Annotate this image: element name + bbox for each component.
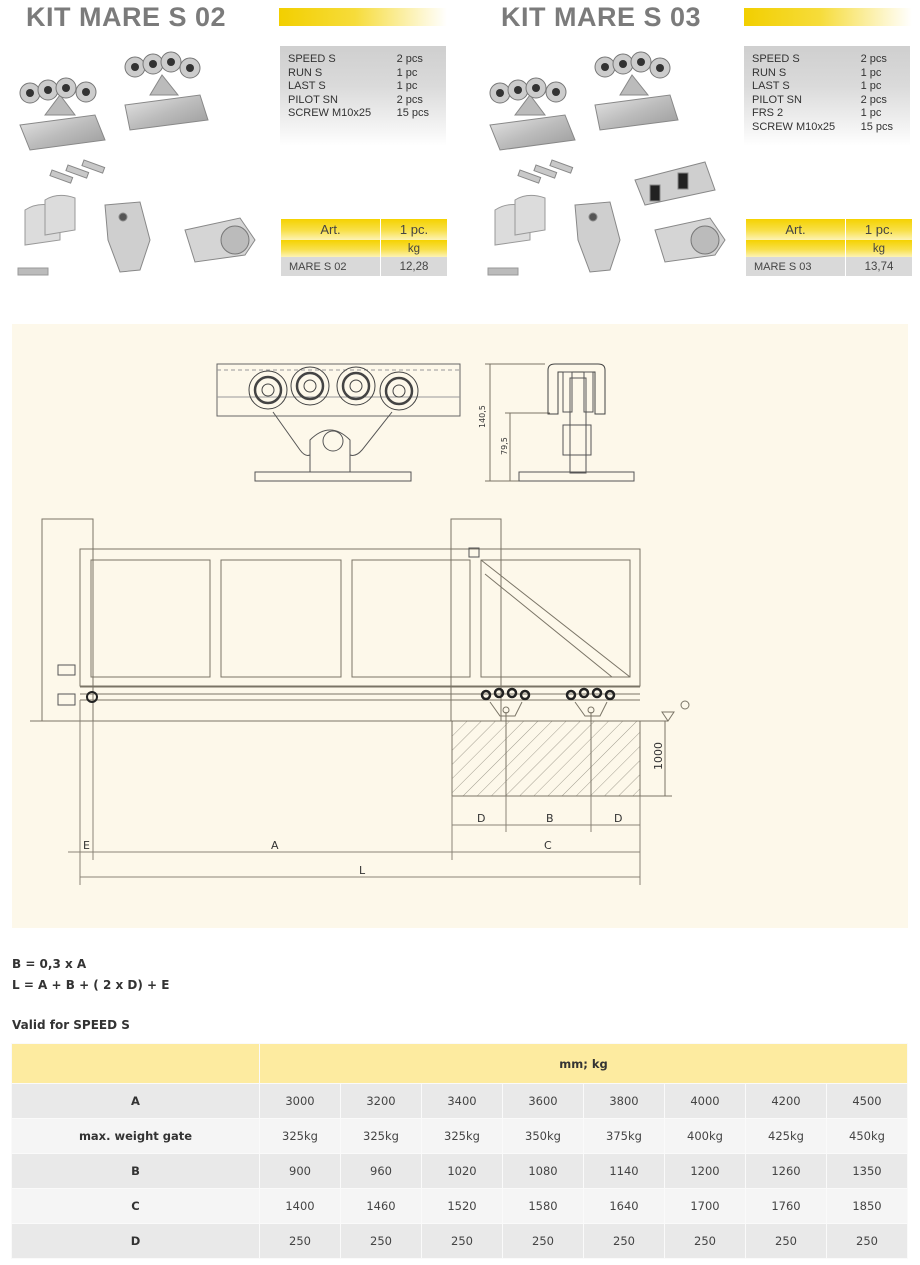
table-caption: Valid for SPEED S bbox=[12, 1018, 130, 1032]
gate-elevation: 1000 bbox=[30, 518, 690, 830]
carriage-side-view: 140,5 79,5 bbox=[478, 363, 635, 482]
dim-label-a: A bbox=[271, 839, 279, 852]
product-photo-kit bbox=[487, 51, 726, 276]
screws-icon bbox=[517, 159, 574, 184]
carriage-icon bbox=[489, 77, 576, 151]
gate-installation-drawing: 140,5 79,5 bbox=[30, 363, 690, 885]
article-header-row: Art. 1 pc. bbox=[281, 219, 447, 240]
article-unit-row: kg bbox=[281, 240, 447, 257]
title-accent-bar bbox=[279, 8, 447, 26]
article-table: Art. 1 pc. kg MARE S 03 13,74 bbox=[746, 219, 912, 276]
dim-label-e: E bbox=[83, 839, 90, 852]
article-value-row: MARE S 02 12,28 bbox=[281, 257, 447, 276]
carriage-icon bbox=[19, 77, 106, 151]
pilot-guide-icon bbox=[17, 194, 76, 276]
dimension-lines bbox=[68, 700, 641, 885]
kit-mare-s02: KIT MARE S 02 bbox=[0, 0, 460, 290]
kit-title: KIT MARE S 02 bbox=[26, 2, 227, 32]
dim-label-l: L bbox=[359, 864, 366, 877]
screws-icon bbox=[49, 159, 106, 184]
dim-label-c: C bbox=[544, 839, 552, 852]
title-accent-bar bbox=[744, 8, 912, 26]
dim-label-b: B bbox=[546, 812, 554, 825]
frs2-bracket-icon bbox=[634, 161, 716, 206]
carriage-icon bbox=[594, 51, 679, 131]
carriage-icon bbox=[124, 51, 209, 131]
dim-79-5: 79,5 bbox=[500, 437, 509, 455]
run-s-bracket-icon bbox=[574, 201, 621, 273]
formula-l: L = A + B + ( 2 x D) + E bbox=[12, 978, 170, 992]
pilot-guide-icon bbox=[487, 194, 546, 276]
carriage-front-view bbox=[216, 363, 461, 482]
dim-140-5: 140,5 bbox=[478, 405, 487, 428]
dim-label-d: D bbox=[614, 812, 622, 825]
last-s-roller-icon bbox=[184, 217, 256, 263]
product-photo-kit bbox=[17, 51, 256, 276]
article-unit-row: kg bbox=[746, 240, 912, 257]
table-header-row: mm; kg bbox=[11, 1043, 908, 1084]
article-header-row: Art. 1 pc. bbox=[746, 219, 912, 240]
dim-1000: 1000 bbox=[652, 742, 665, 770]
kit-mare-s03: KIT MARE S 03 bbox=[460, 0, 920, 290]
kit-title: KIT MARE S 03 bbox=[501, 2, 702, 32]
dim-label-d: D bbox=[477, 812, 485, 825]
formula-b: B = 0,3 x A bbox=[12, 957, 87, 971]
last-s-roller-icon bbox=[654, 217, 726, 263]
article-table: Art. 1 pc. kg MARE S 02 12,28 bbox=[281, 219, 447, 276]
run-s-bracket-icon bbox=[104, 201, 151, 273]
unit-header: mm; kg bbox=[259, 1043, 908, 1084]
article-value-row: MARE S 03 13,74 bbox=[746, 257, 912, 276]
technical-drawing: 140,5 79,5 bbox=[12, 324, 908, 928]
